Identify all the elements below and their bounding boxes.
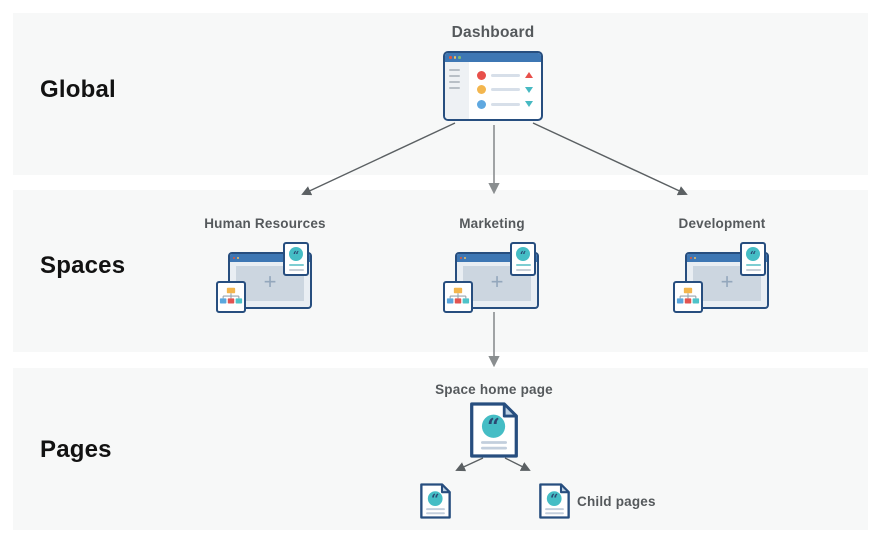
- titlebar-dot: [693, 257, 696, 259]
- dashboard-row: [477, 99, 533, 109]
- quote-circle-icon: “: [516, 247, 530, 261]
- page-card-icon: “: [510, 242, 536, 276]
- blue-dot-icon: [477, 99, 486, 109]
- dashboard-label: Dashboard: [451, 24, 535, 41]
- sidebar-line: [449, 69, 460, 71]
- org-chart-icon: [219, 287, 243, 304]
- yellow-dot-icon: [477, 85, 486, 94]
- org-chart-card-icon: [216, 281, 246, 313]
- dashboard-window-icon: [443, 51, 543, 121]
- window-titlebar: [445, 53, 541, 62]
- titlebar-dot: [690, 257, 692, 259]
- titlebar-dot-green: [458, 56, 461, 59]
- row-line: [491, 102, 520, 106]
- org-chart-icon: [446, 287, 470, 304]
- titlebar-dot: [463, 257, 466, 259]
- space-label-human-resources: Human Resources: [204, 216, 326, 231]
- plus-icon: +: [263, 269, 277, 294]
- titlebar-dot-yellow: [453, 56, 456, 59]
- dashboard-rows: [469, 62, 541, 119]
- child-pages-label: Child pages: [577, 494, 656, 509]
- org-chart-card-icon: [443, 281, 473, 313]
- space-label-marketing: Marketing: [459, 216, 525, 231]
- quote-glyph: “: [292, 249, 300, 261]
- quote-glyph: “: [519, 249, 527, 261]
- window-titlebar: [687, 254, 767, 262]
- page-card-icon: “: [740, 242, 766, 276]
- titlebar-dot-red: [449, 56, 452, 59]
- titlebar-dot: [460, 257, 462, 259]
- window-content-placeholder: +: [693, 266, 761, 301]
- titlebar-dot: [236, 257, 239, 259]
- window-sidebar: [445, 62, 469, 119]
- browser-window-icon: +: [228, 252, 312, 309]
- sidebar-line: [449, 87, 460, 89]
- text-line: [515, 269, 531, 271]
- space-home-page-doc-icon: “: [470, 402, 518, 458]
- space-label-development: Development: [678, 216, 766, 231]
- titlebar-dot: [233, 257, 235, 259]
- window-titlebar: [230, 254, 310, 262]
- text-line: [745, 264, 761, 266]
- red-dot-icon: [477, 70, 486, 80]
- sidebar-line: [449, 75, 460, 77]
- sidebar-line: [449, 81, 460, 83]
- quote-circle-icon: “: [289, 247, 303, 261]
- dashboard-row: [477, 85, 533, 94]
- org-chart-card-icon: [673, 281, 703, 313]
- window-content-placeholder: +: [236, 266, 304, 301]
- space-illustration-marketing: + “: [442, 240, 542, 318]
- plus-icon: +: [490, 269, 504, 294]
- dashboard-row: [477, 70, 533, 80]
- plus-icon: +: [720, 269, 734, 294]
- child-page-doc-icon: “: [420, 483, 451, 519]
- text-line: [288, 264, 304, 266]
- quote-glyph: “: [487, 415, 500, 441]
- quote-glyph: “: [749, 249, 757, 261]
- text-line: [288, 269, 304, 271]
- space-illustration-development: + “: [672, 240, 772, 318]
- down-triangle-icon: [525, 101, 533, 107]
- row-line: [491, 88, 520, 91]
- org-chart-icon: [676, 287, 700, 304]
- child-page-doc-icon: “: [539, 483, 570, 519]
- row-line: [491, 73, 520, 77]
- text-line: [515, 264, 531, 266]
- window-titlebar: [457, 254, 537, 262]
- row-label-global: Global: [40, 76, 116, 103]
- quote-glyph: “: [550, 492, 558, 508]
- text-line: [745, 269, 761, 271]
- quote-circle-icon: “: [746, 247, 760, 261]
- up-triangle-icon: [525, 72, 533, 78]
- window-body: [445, 62, 541, 119]
- space-illustration-human-resources: + “: [215, 240, 315, 318]
- row-label-pages: Pages: [40, 436, 112, 463]
- space-home-page-label: Space home page: [435, 382, 553, 397]
- quote-glyph: “: [431, 492, 439, 508]
- row-label-spaces: Spaces: [40, 252, 126, 279]
- down-triangle-icon: [525, 86, 533, 93]
- page-card-icon: “: [283, 242, 309, 276]
